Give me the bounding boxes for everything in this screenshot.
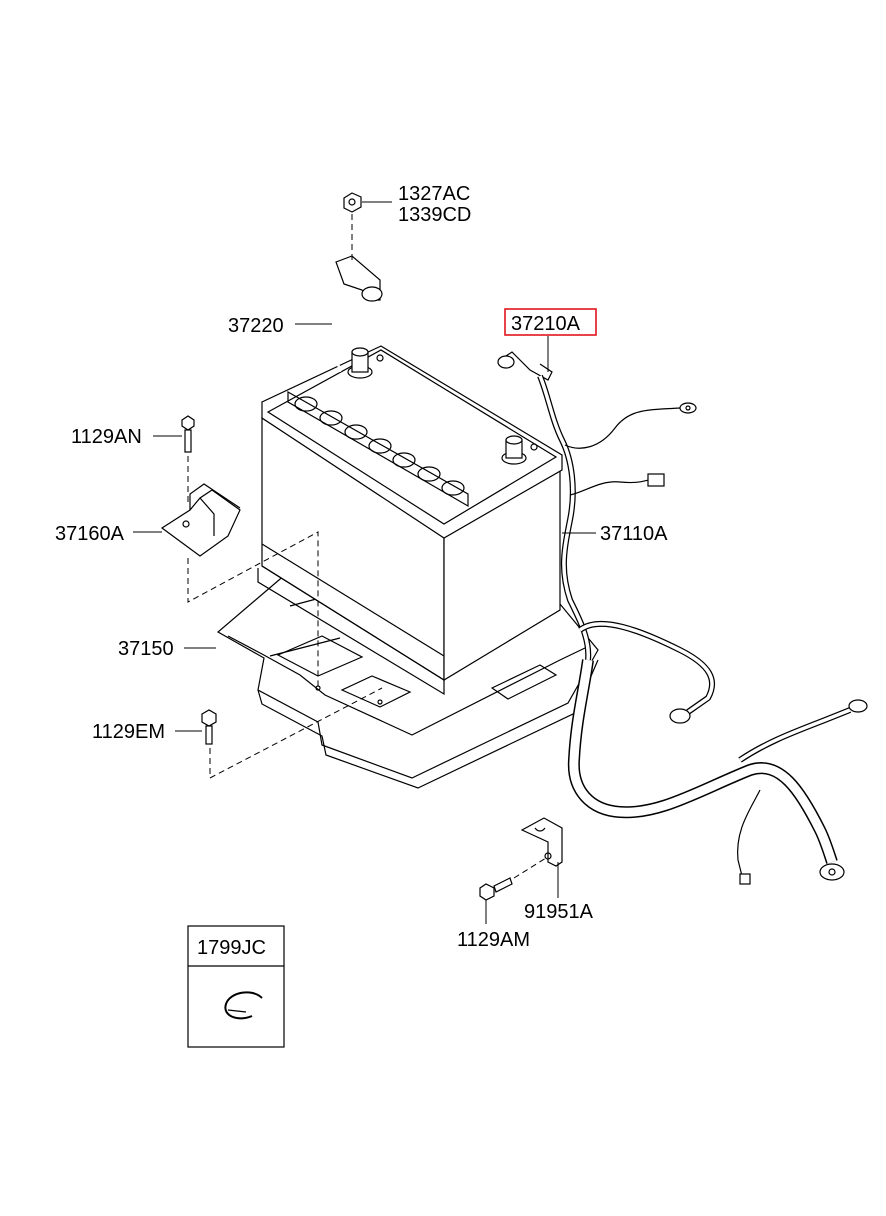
battery bbox=[257, 345, 563, 696]
clip-icon bbox=[224, 991, 263, 1020]
label-inset: 1799JC bbox=[197, 937, 266, 959]
leader-lines bbox=[133, 201, 596, 924]
bracket-bolt bbox=[479, 857, 547, 901]
label-clamp-bolt: 1129AN bbox=[71, 426, 142, 448]
label-nut-2: 1339CD bbox=[398, 204, 471, 226]
inset-box: 1799JC bbox=[187, 925, 285, 1048]
highlight-box bbox=[504, 308, 597, 336]
label-clamp: 37160A bbox=[55, 523, 125, 545]
positive-cable bbox=[497, 351, 592, 661]
wiring-harness bbox=[564, 402, 868, 885]
cell-caps bbox=[287, 390, 469, 508]
label-negative-cable: 37220 bbox=[228, 315, 284, 337]
clamp-bolt bbox=[181, 415, 195, 505]
bracket bbox=[520, 817, 563, 867]
alignment-lines bbox=[187, 531, 383, 779]
battery-clamp bbox=[160, 483, 241, 557]
label-bracket-bolt: 1129AM bbox=[457, 929, 530, 951]
label-bracket: 91951A bbox=[524, 901, 594, 923]
label-wiring: 37110A bbox=[600, 523, 668, 545]
tray-bolt bbox=[201, 709, 217, 745]
terminal-nut bbox=[343, 192, 362, 262]
label-tray: 37150 bbox=[118, 638, 174, 660]
negative-cable bbox=[329, 255, 383, 373]
positive-terminal bbox=[501, 435, 538, 465]
label-nut-1: 1327AC bbox=[398, 183, 470, 205]
label-tray-bolt: 1129EM bbox=[92, 721, 165, 743]
negative-terminal bbox=[347, 347, 384, 379]
label-positive-cable: 37210A bbox=[511, 313, 581, 335]
part-labels: 1327AC 1339CD 37220 37210A 1129AN 37160A… bbox=[55, 183, 668, 951]
